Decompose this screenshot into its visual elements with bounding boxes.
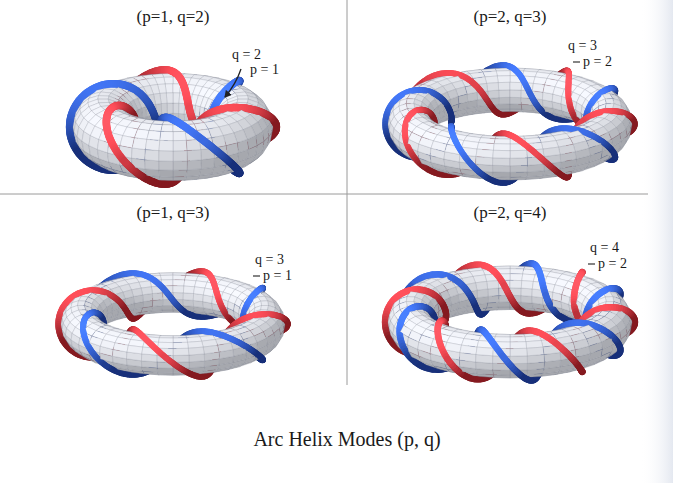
torus-patch [159, 170, 173, 177]
torus-patch [510, 82, 522, 90]
torus-patch [166, 93, 173, 103]
torus-patch [488, 90, 499, 98]
torus-patch [497, 76, 510, 83]
helix-strand [473, 83, 475, 85]
torus-patch [510, 109, 523, 112]
torus-patch [173, 140, 187, 151]
torus-patch [132, 148, 146, 160]
torus-patch [532, 83, 544, 92]
torus-figure [70, 70, 277, 184]
torus-patch [179, 103, 185, 114]
torus-patch [487, 83, 499, 91]
torus-patch [147, 131, 161, 141]
torus-patch [173, 170, 187, 177]
torus-patch [496, 71, 510, 76]
torus-patch [237, 96, 248, 100]
torus-patch [149, 124, 162, 131]
torus-patch [499, 90, 510, 98]
helix-strand [576, 119, 577, 121]
torus-patch [145, 169, 160, 177]
torus-patch [160, 177, 173, 181]
torus-patch [498, 104, 510, 109]
torus-patch [159, 140, 173, 151]
torus-patch [173, 103, 179, 113]
torus-patch [173, 131, 186, 140]
torus-patch [173, 151, 187, 162]
edge-fade [640, 0, 673, 483]
torus-patch [173, 93, 180, 103]
torus-patch [145, 160, 159, 170]
helix-strand [530, 94, 531, 96]
torus-patch [485, 76, 498, 83]
torus-patch [173, 161, 187, 170]
torus-patch [510, 97, 521, 104]
torus-patch [186, 169, 201, 177]
torus-patch [187, 160, 201, 170]
torus-patch [161, 103, 167, 114]
torus-patch [605, 99, 614, 104]
torus-patch [406, 99, 415, 104]
torus-patch [132, 138, 147, 150]
torus-patch [173, 177, 186, 181]
torus-patch [160, 131, 173, 140]
torus-patch [145, 139, 160, 150]
torus-patch [510, 90, 521, 98]
torus-patch [499, 97, 510, 104]
helix-strand [201, 139, 203, 140]
torus-patch [159, 151, 173, 162]
torus-patch [406, 104, 415, 109]
torus-patch [510, 104, 522, 109]
torus-patch [187, 150, 201, 161]
torus-patch [159, 161, 173, 170]
torus-patch [167, 103, 173, 113]
torus-patch [145, 150, 159, 161]
torus-patch [98, 96, 109, 100]
torus-figure [385, 65, 634, 183]
torus-patch [498, 82, 510, 90]
torus-patch [120, 136, 134, 148]
torus-patch [605, 104, 614, 109]
helix-strand [124, 161, 125, 163]
torus-patch [161, 125, 173, 132]
